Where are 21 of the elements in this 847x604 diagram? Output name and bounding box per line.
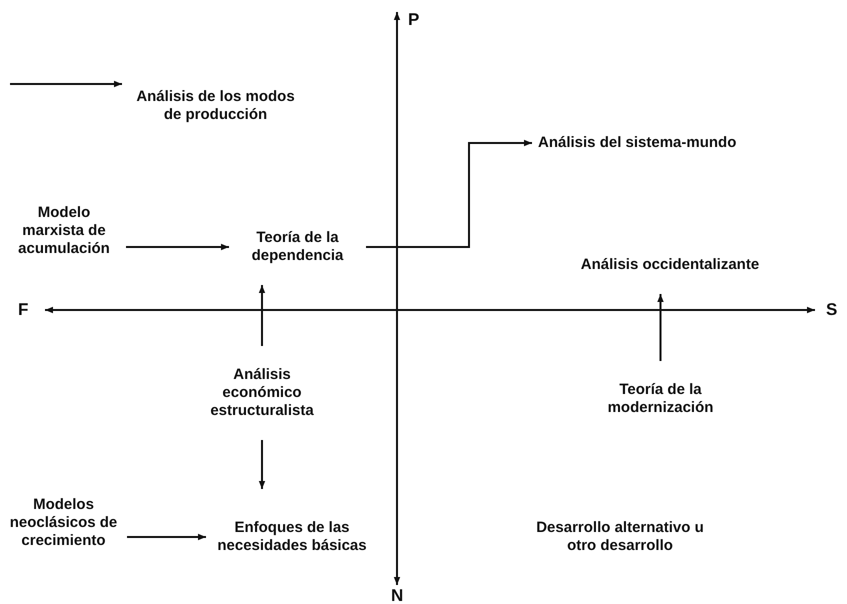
concept-label: Modelo marxista de acumulación — [8, 204, 120, 258]
concept-label: Desarrollo alternativo u otro desarrollo — [520, 519, 720, 555]
axis-label: N — [391, 586, 404, 604]
arrow — [657, 294, 664, 361]
arrow — [10, 80, 122, 88]
concept-label: Análisis del sistema-mundo — [538, 134, 778, 152]
concept-label: Análisis de los modos de producción — [128, 88, 303, 124]
arrow — [126, 244, 229, 250]
concept-label: Análisis económico estructuralista — [192, 366, 332, 420]
arrow — [258, 440, 266, 489]
concept-label: Modelos neoclásicos de crecimiento — [6, 496, 121, 550]
axis-label: S — [826, 300, 838, 320]
concept-label: Análisis occidentalizante — [560, 256, 780, 274]
arrow — [258, 285, 266, 346]
concept-label: Enfoques de las necesidades básicas — [212, 519, 372, 555]
axis-label: P — [408, 10, 420, 30]
arrow — [127, 534, 206, 540]
arrow — [366, 140, 532, 248]
concept-label: Teoría de la dependencia — [235, 229, 360, 265]
concept-label: Teoría de la modernización — [598, 381, 723, 417]
axis-label: F — [18, 300, 28, 320]
